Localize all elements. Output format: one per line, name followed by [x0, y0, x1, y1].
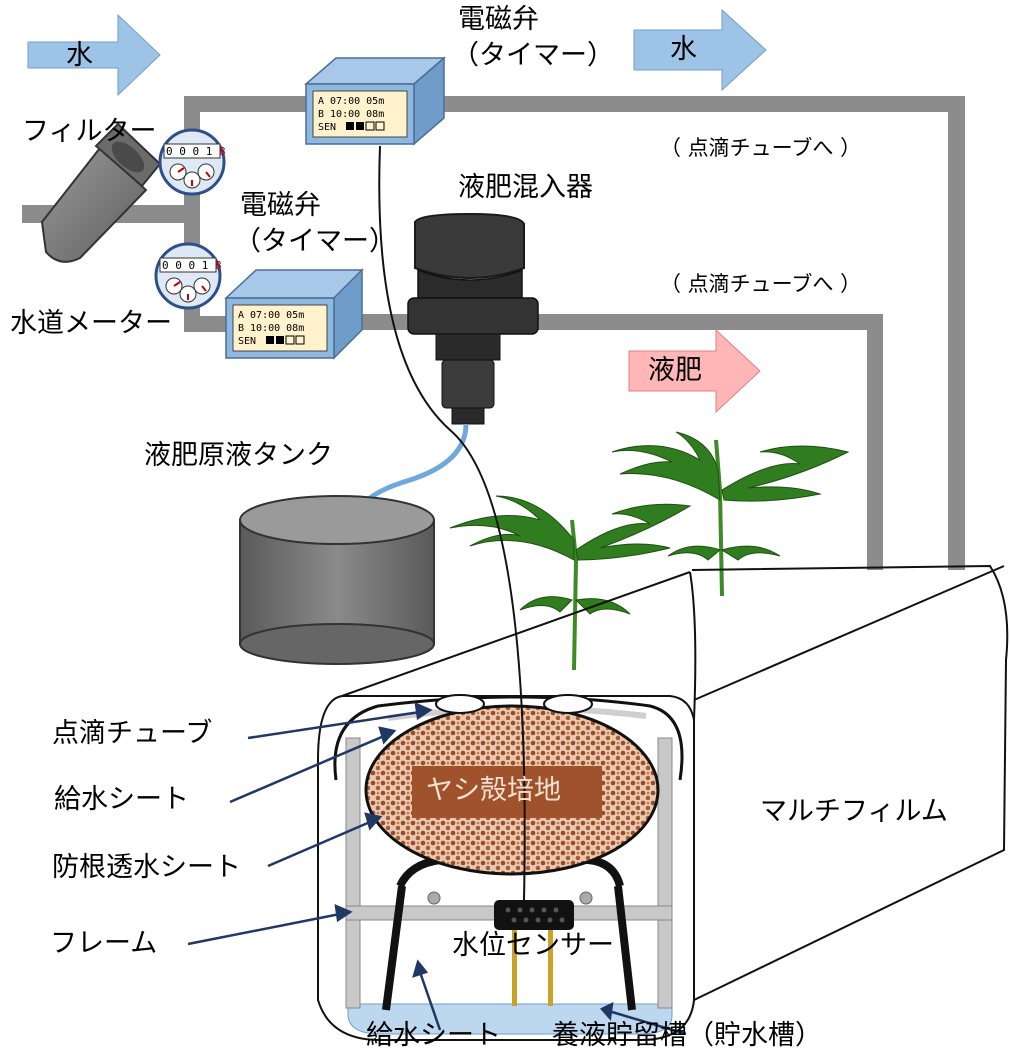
timer-bottom-line-b: B 10:00 08m [238, 323, 304, 334]
reservoir-water [347, 1003, 673, 1035]
drip-tube-hole-1 [435, 694, 485, 714]
filter [40, 122, 162, 263]
water-level-sensor-label: 水位センサー [452, 930, 614, 961]
leader-arrows [187, 701, 687, 1036]
liquid-fertilizer-arrow [628, 328, 761, 414]
to-drip-tube-label-1: （ 点滴チューブへ ） [660, 136, 862, 160]
drip-tube-hole-2 [543, 694, 593, 714]
solenoid-valve-bottom: A 07:00 05m B 10:00 08m SEN [224, 268, 364, 360]
water-sheet-label-1: 給水シート [54, 784, 189, 815]
reservoir-label: 養液貯留槽（貯水槽） [552, 1020, 822, 1051]
sensor-cable [378, 145, 526, 901]
water-sheet-label-2: 給水シート [366, 1020, 501, 1051]
coco-substrate-label-box [412, 766, 602, 818]
water-in-label: 水 [66, 40, 93, 71]
timer-top-line-a: A 07:00 05m [318, 96, 384, 107]
timer-top-line-b: B 10:00 08m [318, 109, 384, 120]
solenoid-valve-top: A 07:00 05m B 10:00 08m SEN [303, 56, 447, 146]
meter-digits-top: 0 0 0 1 8 [166, 145, 226, 158]
drip-pipe-drop-2 [948, 560, 965, 570]
tomato-plants [449, 431, 850, 671]
drip-pipe-drop-1 [867, 560, 883, 570]
solenoid-valve-top-label-1: 電磁弁 [458, 4, 539, 35]
drip-tube-label: 点滴チューブ [52, 718, 213, 749]
stock-tank-label: 液肥原液タンク [144, 440, 333, 471]
filter-label: フィルター [22, 116, 157, 147]
timer-bottom-line-a: A 07:00 05m [238, 310, 304, 321]
solenoid-valve-bottom-label-2: （タイマー） [234, 226, 396, 257]
to-drip-tube-label-2: （ 点滴チューブへ ） [660, 272, 862, 296]
solenoid-valve-bottom-label-1: 電磁弁 [240, 190, 321, 221]
solenoid-valve-top-label-2: （タイマー） [452, 40, 614, 71]
liquid-fertilizer-arrow-label: 液肥 [648, 355, 702, 386]
timer-bottom-line-sen: SEN [238, 336, 256, 347]
fertilizer-injector [407, 212, 539, 425]
root-sheet-label: 防根透水シート [52, 852, 241, 883]
water-in-arrow [27, 13, 161, 97]
timer-top-line-sen: SEN [318, 122, 336, 133]
fertilizer-injector-label: 液肥混入器 [458, 172, 593, 203]
water-out-label: 水 [670, 34, 697, 65]
water-out-arrow [633, 8, 767, 92]
mulch-film-label: マルチフィルム [760, 796, 948, 827]
water-meter-bottom: 0 0 0 1 8 [154, 242, 222, 310]
meter-digits-bottom: 0 0 0 1 8 [162, 259, 222, 272]
stock-tank [239, 495, 435, 665]
water-meter-label: 水道メーター [10, 308, 172, 339]
water-meter-top: 0 0 0 1 8 [158, 128, 226, 196]
frame-label: フレーム [50, 928, 158, 959]
coco-substrate-label: ヤシ殻培地 [426, 775, 561, 806]
water-level-sensor [494, 900, 574, 1006]
